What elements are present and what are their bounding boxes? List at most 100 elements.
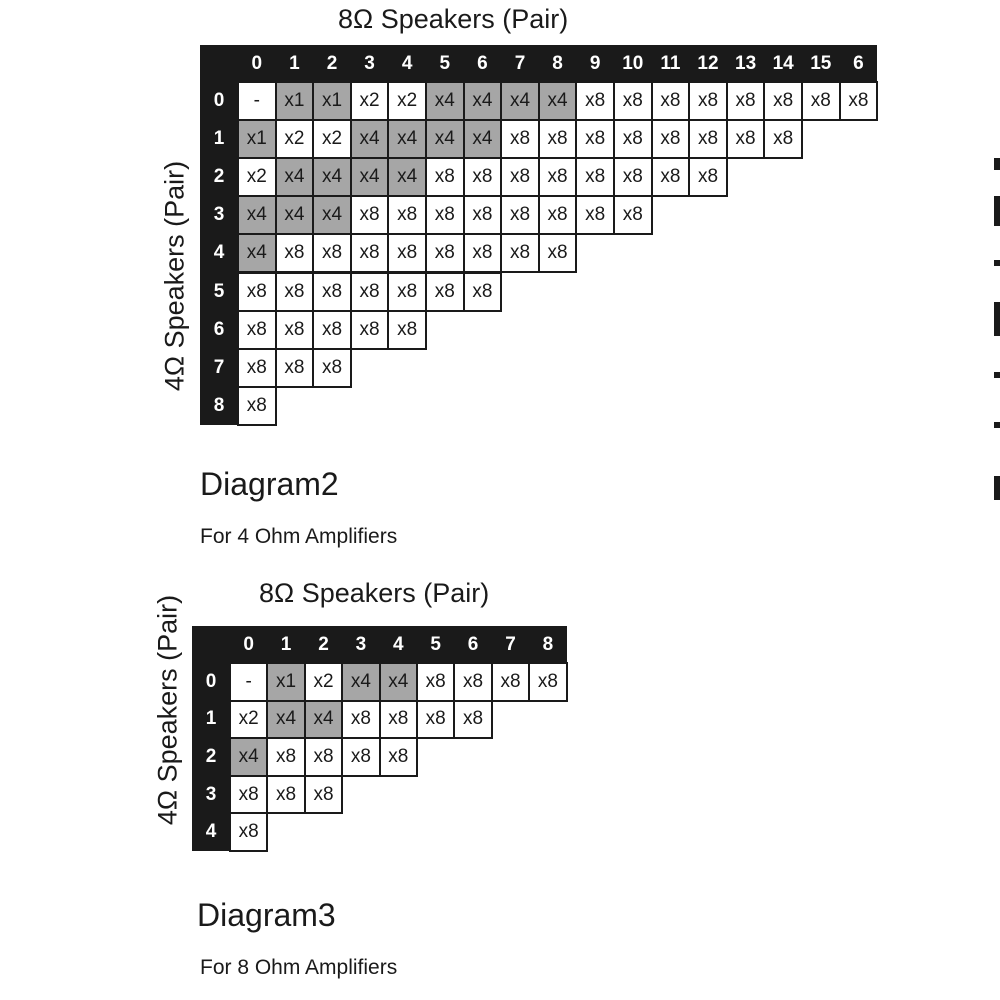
table-cell: x8 bbox=[237, 271, 277, 312]
table-cell: x8 bbox=[229, 774, 269, 815]
column-header: 1 bbox=[289, 52, 300, 74]
table-cell: x8 bbox=[462, 157, 503, 198]
header-band-left bbox=[200, 45, 238, 425]
row-header: 2 bbox=[213, 166, 225, 188]
table-cell: x8 bbox=[274, 271, 315, 312]
table-cell: x4 bbox=[349, 157, 390, 198]
column-header: 7 bbox=[505, 633, 516, 655]
table-cell: x8 bbox=[387, 309, 427, 350]
table-cell: x8 bbox=[378, 737, 418, 777]
diagram3-subtitle: For 8 Ohm Amplifiers bbox=[200, 956, 398, 979]
diagram2-top-label: 8Ω Speakers (Pair) bbox=[338, 4, 569, 34]
table-cell: x8 bbox=[575, 81, 615, 122]
row-header: 5 bbox=[213, 280, 225, 302]
table-cell: x8 bbox=[537, 157, 578, 198]
table-cell: x4 bbox=[462, 119, 503, 160]
table-cell: x2 bbox=[229, 699, 269, 740]
column-header: 6 bbox=[477, 52, 488, 74]
column-header: 4 bbox=[401, 52, 413, 74]
column-header: 12 bbox=[697, 52, 719, 74]
row-header: 3 bbox=[213, 204, 225, 226]
table-cell: x8 bbox=[312, 347, 352, 388]
table-cell: x8 bbox=[274, 347, 315, 388]
diagram2-title: Diagram2 bbox=[200, 466, 339, 502]
table-cell: x8 bbox=[341, 737, 381, 777]
table-cell: x8 bbox=[266, 774, 306, 815]
table-cell: x8 bbox=[378, 699, 418, 740]
table-cell: x8 bbox=[462, 195, 503, 236]
column-header: 8 bbox=[542, 633, 554, 655]
table-cell: x8 bbox=[763, 119, 803, 160]
table-cell: x8 bbox=[425, 271, 465, 312]
table-cell: x8 bbox=[349, 195, 390, 236]
table-cell: x4 bbox=[237, 233, 277, 274]
table-cell: x1 bbox=[274, 81, 315, 122]
table-cell: x4 bbox=[425, 119, 465, 160]
row-header: 6 bbox=[213, 318, 225, 340]
diagram2-subtitle: For 4 Ohm Amplifiers bbox=[200, 525, 398, 548]
row-header: 0 bbox=[213, 90, 225, 112]
row-header: 1 bbox=[213, 128, 225, 150]
table-cell: x8 bbox=[801, 81, 841, 122]
table-cell: x8 bbox=[303, 737, 344, 777]
table-cell: x8 bbox=[688, 157, 728, 198]
table-cell: x8 bbox=[500, 195, 540, 236]
column-header: 8 bbox=[552, 52, 563, 74]
column-header: 0 bbox=[243, 633, 254, 655]
column-header: 15 bbox=[810, 52, 832, 74]
diagram3-side-label: 4Ω Speakers (Pair) bbox=[152, 594, 183, 826]
table-cell: x8 bbox=[650, 157, 691, 198]
column-header: 6 bbox=[467, 633, 479, 655]
table-cell: x8 bbox=[725, 119, 766, 160]
table-cell: x4 bbox=[349, 119, 390, 160]
table-cell: x8 bbox=[312, 271, 352, 312]
table-cell: x4 bbox=[274, 195, 315, 236]
row-header: 0 bbox=[205, 670, 217, 692]
column-header: 5 bbox=[430, 633, 441, 655]
table-cell: x8 bbox=[387, 271, 427, 312]
table-cell: x2 bbox=[237, 157, 277, 198]
column-header: 3 bbox=[355, 633, 367, 655]
column-header: 13 bbox=[735, 52, 757, 74]
table-cell: x4 bbox=[312, 195, 352, 236]
table-cell: x8 bbox=[416, 699, 456, 740]
column-header: 11 bbox=[660, 52, 681, 74]
table-cell: x8 bbox=[349, 271, 390, 312]
table-cell: x4 bbox=[500, 81, 540, 122]
table-cell: x8 bbox=[237, 385, 277, 426]
table-cell: x8 bbox=[312, 233, 352, 274]
column-header: 9 bbox=[589, 52, 601, 74]
table-cell: x8 bbox=[237, 309, 277, 350]
column-header: 2 bbox=[326, 52, 338, 74]
table-cell: x8 bbox=[838, 81, 879, 122]
row-header: 3 bbox=[205, 783, 217, 805]
table-cell: x4 bbox=[229, 737, 269, 777]
table-cell: x8 bbox=[575, 119, 615, 160]
diagram3-title: Diagram3 bbox=[197, 897, 336, 933]
table-cell: x8 bbox=[537, 119, 578, 160]
table-cell: x2 bbox=[312, 119, 352, 160]
table-cell: x8 bbox=[500, 233, 540, 274]
table-cell: x8 bbox=[613, 157, 653, 198]
table-cell: x8 bbox=[537, 195, 578, 236]
table-cell: x8 bbox=[528, 662, 568, 702]
table-cell: x8 bbox=[462, 271, 503, 312]
table-cell: x2 bbox=[274, 119, 315, 160]
table-cell: x4 bbox=[378, 662, 418, 702]
row-header: 8 bbox=[213, 394, 225, 416]
table-cell: x4 bbox=[462, 81, 503, 122]
table-cell: x4 bbox=[237, 195, 277, 236]
table-cell: x8 bbox=[763, 81, 803, 122]
table-cell: x8 bbox=[462, 233, 503, 274]
column-header: 7 bbox=[514, 52, 526, 74]
table-cell: x8 bbox=[274, 309, 315, 350]
diagram2-side-label: 4Ω Speakers (Pair) bbox=[159, 160, 190, 392]
table-cell: x8 bbox=[349, 233, 390, 274]
column-header: 2 bbox=[318, 633, 329, 655]
table-cell: x8 bbox=[613, 119, 653, 160]
column-header: 3 bbox=[364, 52, 375, 74]
table-cell: x8 bbox=[500, 119, 540, 160]
table-cell: x8 bbox=[537, 233, 578, 274]
table-cell: x8 bbox=[416, 662, 456, 702]
column-header: 14 bbox=[772, 52, 794, 74]
